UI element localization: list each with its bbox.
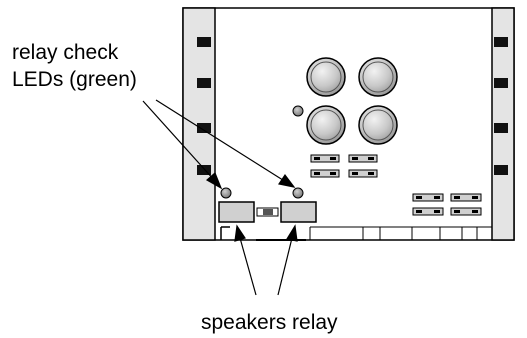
fuse-holder [310,154,340,163]
terminal-strip [220,226,492,241]
led-callout-arrows [142,99,296,190]
capacitor [358,105,398,145]
fuse-holder [450,207,482,216]
fuse-holders-right [412,193,482,216]
speaker-relay-left [218,201,255,223]
fuse-holders-center [310,154,378,178]
relay-check-led-right [292,187,304,199]
small-led [292,105,304,117]
mounting-tab [197,78,211,88]
mounting-tab [494,78,508,88]
mounting-tab [494,123,508,133]
mounting-tab [494,165,508,175]
relay-check-leds-label-line-1: relay check [12,41,119,64]
fuse-holder [348,154,378,163]
capacitor [358,57,398,97]
mounting-tab [494,37,508,47]
mounting-tab [197,37,211,47]
relay-check-leds-label-line-2: LEDs (green) [12,68,137,91]
relay-callout-arrows [234,224,298,296]
fuse-holder [412,193,444,202]
speaker-relay-right [280,201,317,223]
speakers-relay-label: speakers relay [201,311,338,334]
capacitor [306,105,346,145]
fuse-holder [412,207,444,216]
filter-capacitors [306,57,398,145]
right-heatsink [491,7,515,241]
relay-check-led-left [220,187,232,199]
fuse-holder [450,193,482,202]
left-heatsink [182,7,216,241]
capacitor [306,57,346,97]
mounting-tab [197,123,211,133]
fuse-holder [348,169,378,178]
mounting-tab [197,165,211,175]
fuse-holder [310,169,340,178]
